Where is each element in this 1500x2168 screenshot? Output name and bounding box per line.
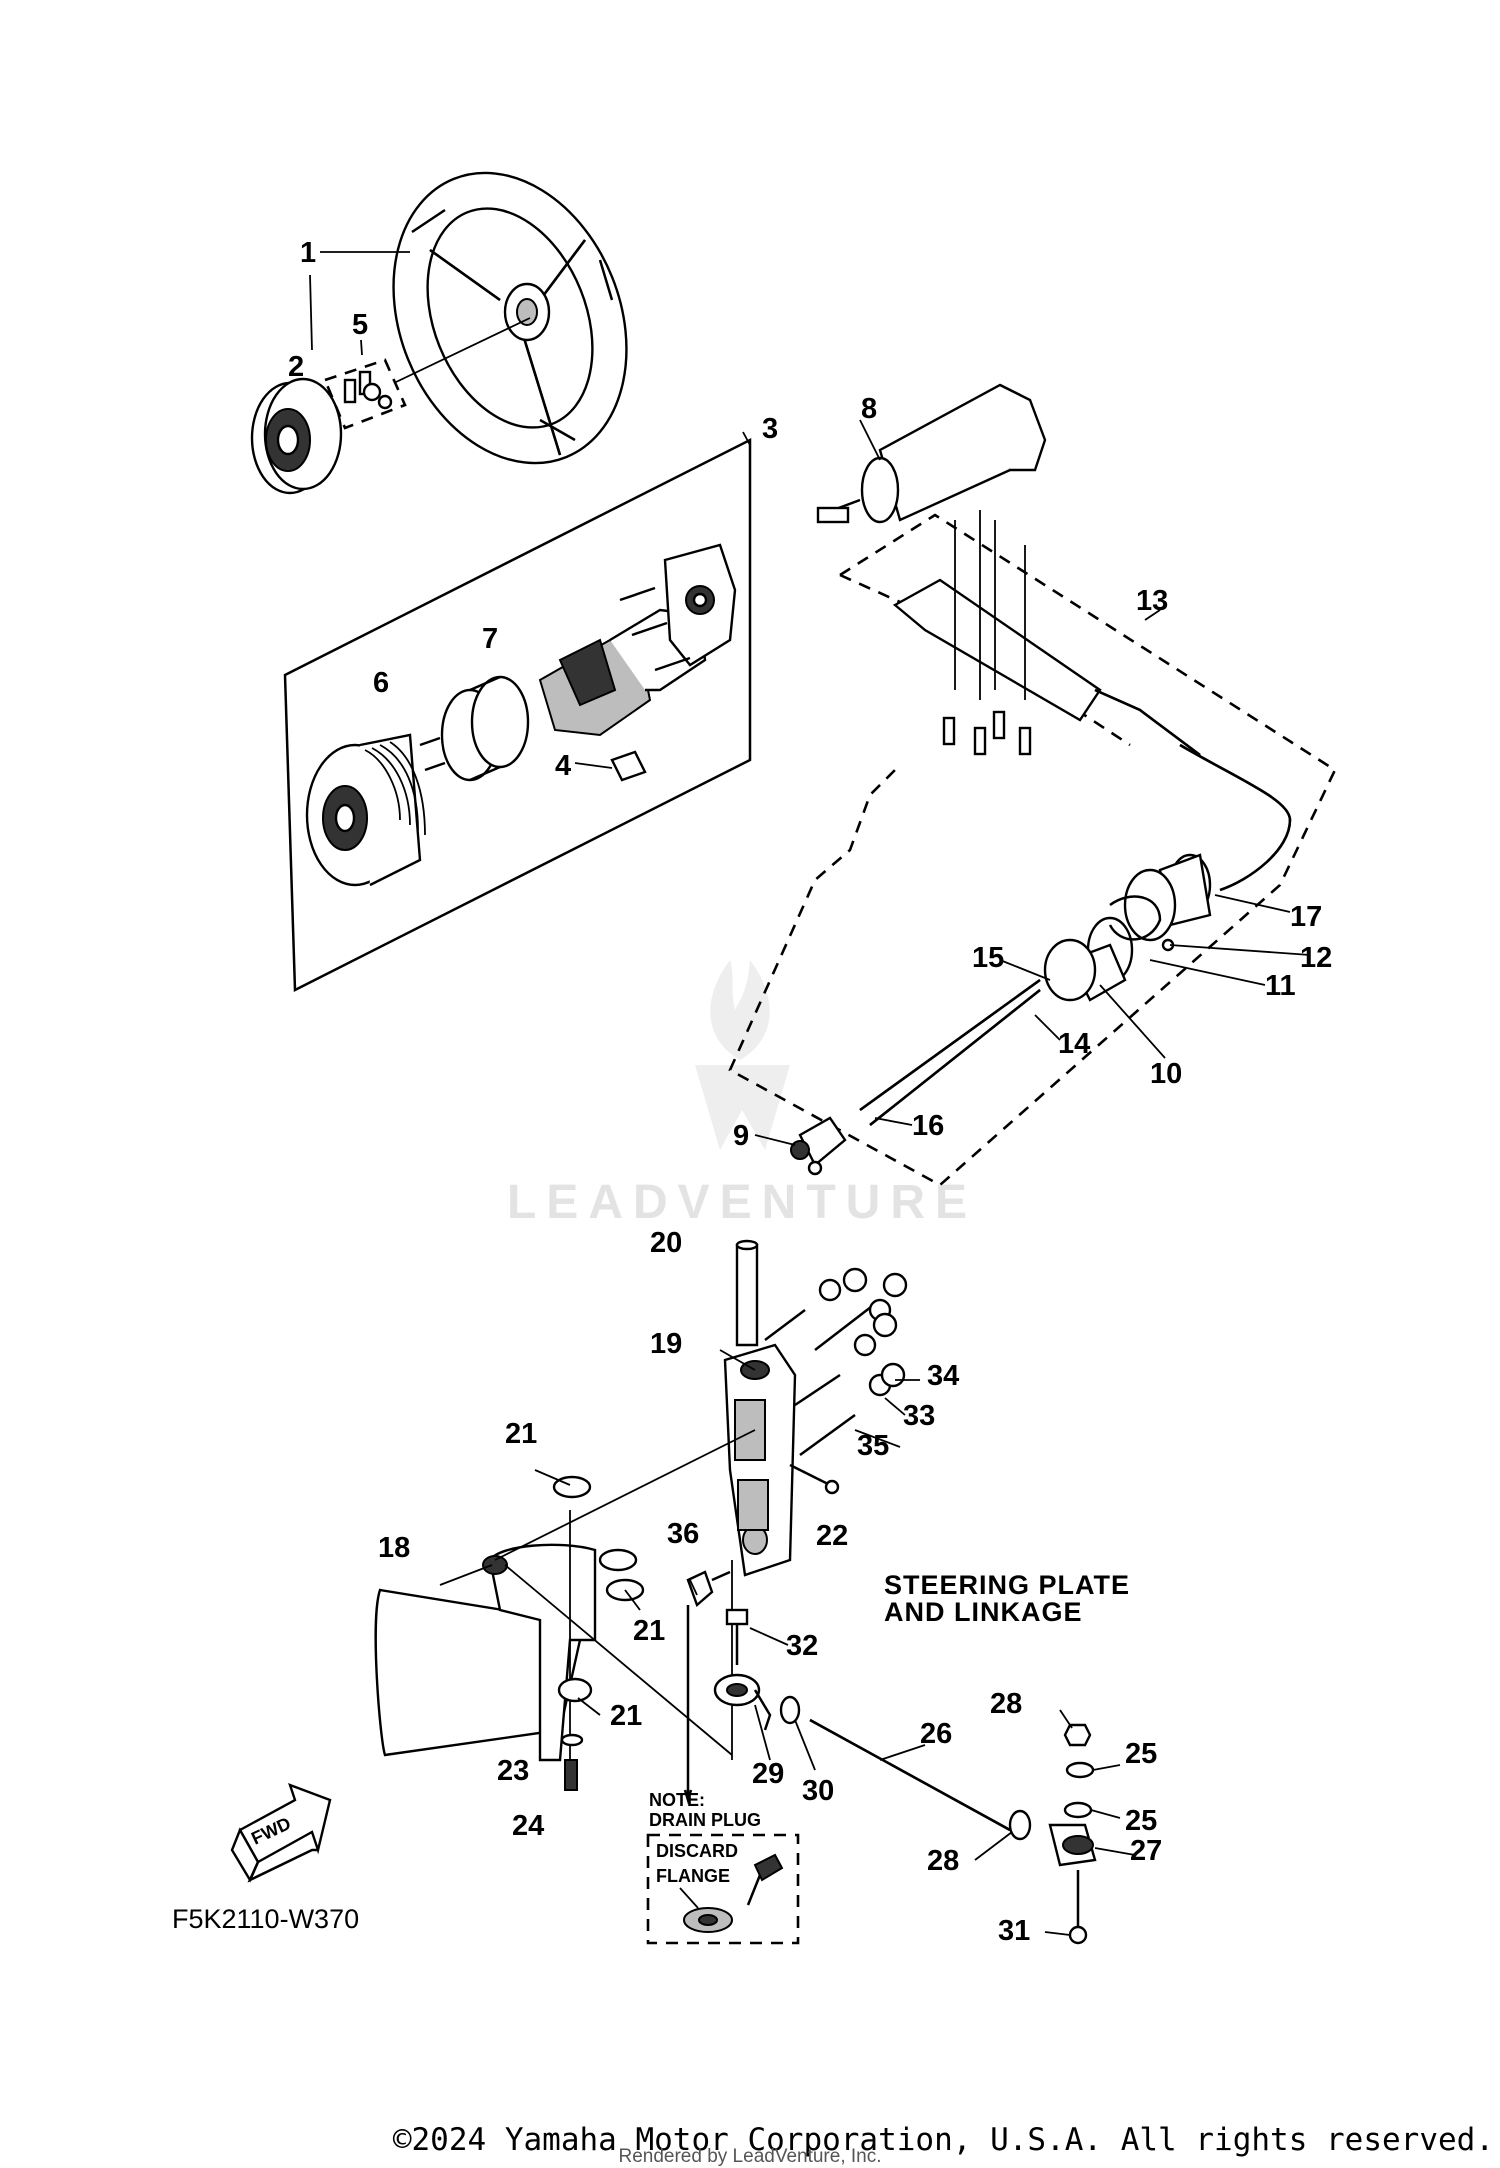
callout-4: 4	[555, 750, 571, 782]
callout-5: 5	[352, 309, 368, 341]
callout-8: 8	[861, 393, 877, 425]
callout-18: 18	[378, 1532, 410, 1564]
callout-12: 12	[1300, 942, 1332, 974]
watermark: LEADVENTURE	[507, 960, 977, 1229]
callout-36: 36	[667, 1518, 699, 1550]
callout-30: 30	[802, 1775, 834, 1807]
callout-25b: 25	[1125, 1805, 1157, 1837]
helm-assembly	[283, 437, 752, 993]
callout-31: 31	[998, 1915, 1030, 1947]
figure-code: F5K2110-W370	[172, 1904, 359, 1934]
callout-35: 35	[857, 1430, 889, 1462]
callout-23: 23	[497, 1755, 529, 1787]
callout-9: 9	[733, 1120, 749, 1152]
callout-26: 26	[920, 1718, 952, 1750]
callout-25a: 25	[1125, 1738, 1157, 1770]
callout-13: 13	[1136, 585, 1168, 617]
callout-24: 24	[512, 1810, 544, 1842]
callout-21b: 21	[633, 1615, 665, 1647]
callout-27: 27	[1130, 1835, 1162, 1867]
callout-3: 3	[762, 413, 778, 445]
note-line-1: NOTE:	[649, 1790, 705, 1810]
callout-20: 20	[650, 1227, 682, 1259]
note-flange: FLANGE	[656, 1866, 730, 1886]
callout-22: 22	[816, 1520, 848, 1552]
callout-28a: 28	[990, 1688, 1022, 1720]
wheel-cap	[250, 377, 343, 495]
callout-33: 33	[903, 1400, 935, 1432]
callout-14: 14	[1058, 1028, 1090, 1060]
callout-1: 1	[300, 237, 316, 269]
callout-7: 7	[482, 623, 498, 655]
nut-kit	[323, 317, 531, 430]
watermark-text: LEADVENTURE	[507, 1176, 977, 1229]
callout-16: 16	[912, 1110, 944, 1142]
steering-plate	[374, 1239, 1097, 1945]
callout-28b: 28	[927, 1845, 959, 1877]
steering-cable	[728, 383, 1337, 1187]
callout-15: 15	[972, 942, 1004, 974]
callout-21a: 21	[505, 1418, 537, 1450]
callout-29: 29	[752, 1758, 784, 1790]
callout-10: 10	[1150, 1058, 1182, 1090]
callout-34: 34	[927, 1360, 959, 1392]
copyright-text: ©2024 Yamaha Motor Corporation, U.S.A. A…	[392, 2122, 1494, 2158]
callout-6: 6	[373, 667, 389, 699]
rendered-by-text: Rendered by LeadVenture, Inc.	[618, 2146, 882, 2167]
steering-wheel	[392, 171, 628, 465]
callout-2: 2	[288, 351, 304, 383]
callout-32: 32	[786, 1630, 818, 1662]
callout-21c: 21	[610, 1700, 642, 1732]
note-discard: DISCARD	[656, 1841, 738, 1861]
leader-lines	[309, 251, 1311, 1936]
callout-labels: 1 2 3 4 5 6 7 8 9 10 11 12 13 14 15 16 1…	[288, 237, 1332, 1947]
callout-11: 11	[1265, 970, 1296, 1002]
caption-line-2: AND LINKAGE	[884, 1597, 1083, 1627]
fwd-arrow: FWD	[230, 1782, 332, 1883]
caption-line-1: STEERING PLATE	[884, 1570, 1130, 1600]
drain-plug-note: NOTE: DRAIN PLUG DISCARD FLANGE	[646, 1790, 800, 1945]
callout-17: 17	[1290, 901, 1322, 933]
callout-19: 19	[650, 1328, 682, 1360]
note-line-2: DRAIN PLUG	[649, 1810, 761, 1830]
